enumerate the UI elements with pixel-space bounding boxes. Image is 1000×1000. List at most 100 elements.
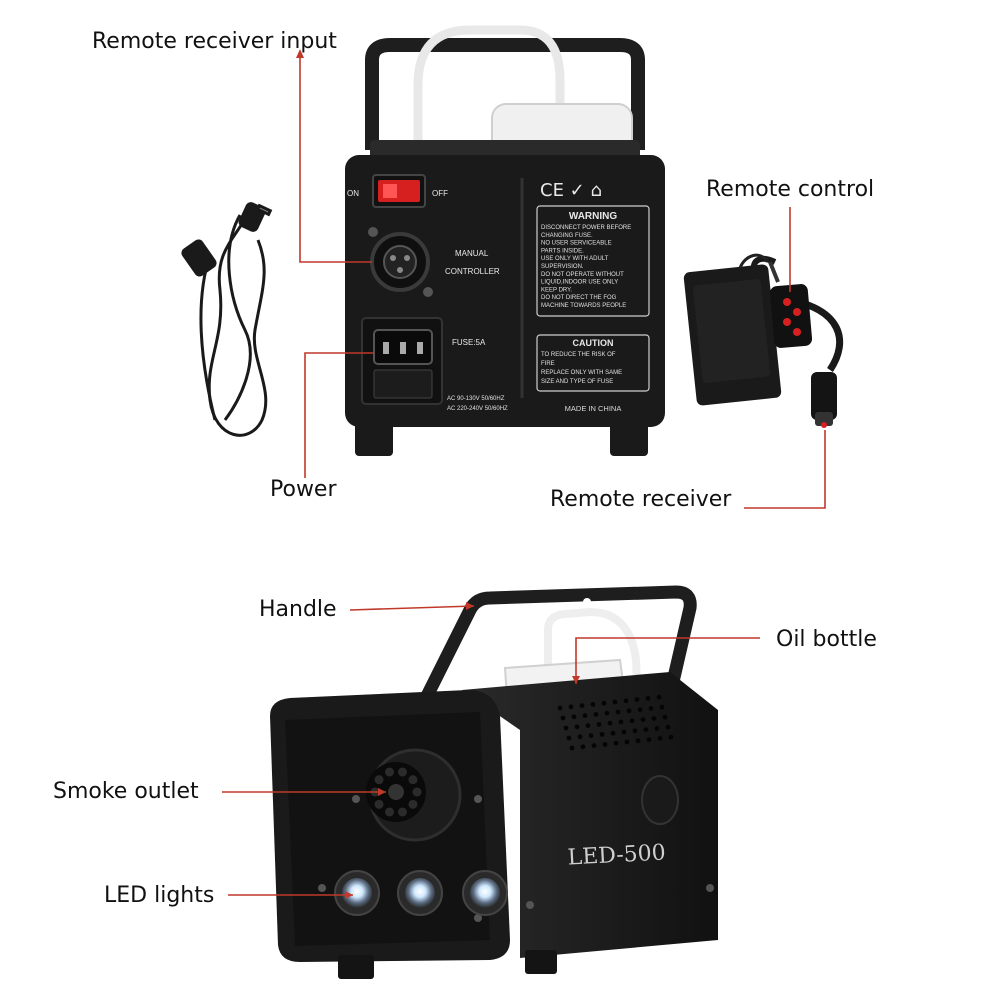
led-lens [342, 878, 372, 908]
outlet-hole [408, 775, 418, 785]
vent-hole [640, 717, 646, 722]
line-handle [349, 605, 475, 611]
vent-hole [607, 720, 613, 726]
vent-hole [602, 742, 608, 747]
rear-handle [365, 38, 645, 150]
vent-hole [588, 733, 594, 738]
vent-hole [566, 735, 572, 741]
vent-hole [568, 704, 574, 710]
line-oil-bottle [575, 637, 760, 684]
panel-text-line: MACHINE TOWARDS PEOPLE [541, 303, 626, 309]
vent-hole [624, 739, 630, 745]
vent-hole [610, 730, 616, 736]
rear-tube [413, 25, 565, 150]
outlet-hole [397, 767, 407, 777]
led-lens [470, 878, 500, 908]
rear-foot-left [355, 420, 393, 456]
manual-label: MANUAL [455, 249, 489, 258]
vent-hole [621, 729, 627, 735]
made-in-label: MADE IN CHINA [565, 404, 622, 413]
vent-hole [646, 737, 652, 742]
vent-hole [613, 740, 619, 746]
led-lens [405, 878, 435, 908]
panel-text-line: NO USER SERVICEABLE [541, 241, 612, 247]
line-power [304, 352, 374, 478]
vent-hole [604, 710, 610, 716]
outlet-hole [408, 799, 418, 809]
vent-hole [629, 718, 635, 724]
fuse-drawer[interactable] [373, 369, 433, 399]
vent-hole [618, 719, 624, 725]
panel-text-line: DO NOT DIRECT THE FOG [541, 295, 617, 301]
panel-text-line: KEEP DRY. [541, 287, 572, 293]
vent-hole [612, 699, 618, 705]
panel-text-line: PARTS INSIDE. [541, 248, 584, 254]
caution-title: CAUTION [573, 338, 614, 348]
outlet-hole [397, 807, 407, 817]
outlet-hole [374, 799, 384, 809]
vent-hole [590, 702, 596, 707]
vent-hole [643, 727, 649, 732]
power-cord [181, 202, 273, 437]
panel-text-line: LIQUID,INDOOR USE ONLY [541, 280, 618, 286]
vent-hole [599, 732, 605, 737]
vent-hole [654, 726, 660, 731]
vent-hole [574, 724, 580, 730]
xlr-screw-bottom [423, 287, 433, 297]
warning-box [536, 205, 650, 317]
remote-control[interactable] [769, 283, 813, 348]
vent-hole [596, 722, 602, 727]
switch-on-label: ON [347, 189, 359, 198]
vent-hole [635, 738, 641, 744]
vent-hole [577, 734, 583, 740]
vent-hole [571, 714, 577, 720]
front-handle [419, 585, 697, 792]
callout-lines [222, 55, 826, 896]
vent-hole [668, 734, 674, 740]
label-handle: Handle [259, 597, 337, 622]
ac-rating-2: AC 220-240V 50/60HZ [447, 406, 508, 412]
label-oil-bottle: Oil bottle [776, 627, 877, 652]
panel-text-line: REPLACE ONLY WITH SAME [541, 370, 622, 376]
panel-text-line: DO NOT OPERATE WITHOUT [541, 272, 624, 278]
vent-hole [665, 724, 671, 730]
label-smoke-outlet: Smoke outlet [53, 779, 199, 804]
vent-hole [563, 725, 569, 731]
model-label: LED-500 [567, 840, 666, 870]
certification-marks: CE ✓ ⌂ [540, 180, 602, 201]
vent-hole [579, 703, 585, 708]
vent-hole [634, 697, 640, 702]
outlet-hole [385, 767, 395, 777]
panel-text-line: CHANGING FUSE. [541, 233, 593, 239]
vent-holes [557, 694, 674, 751]
xlr-plug [811, 372, 837, 420]
panel-text-line: SUPERVISION. [541, 264, 584, 270]
vent-hole [591, 743, 597, 748]
label-remote-control: Remote control [706, 177, 875, 202]
panel-text-line: FIRE [541, 361, 555, 367]
ac-rating-1: AC 90-130V 50/60HZ [447, 396, 505, 402]
vent-hole [569, 745, 575, 751]
front-tube [544, 607, 644, 761]
vent-hole [651, 716, 657, 721]
front-foot-left [338, 955, 374, 979]
switch-off-label: OFF [432, 189, 448, 198]
panel-text-line: TO REDUCE THE RISK OF [541, 352, 616, 358]
warning-title: WARNING [569, 211, 618, 222]
outlet-hole [412, 787, 422, 797]
rear-foot-right [610, 420, 648, 456]
front-foot-right [525, 950, 557, 974]
vent-hole [593, 712, 599, 717]
controller-label: CONTROLLER [445, 267, 500, 276]
caution-text: TO REDUCE THE RISK OF FIRE REPLACE ONLY WI… [541, 352, 622, 385]
vent-hole [623, 698, 629, 704]
led-lights [334, 870, 508, 916]
rear-view: ON OFF MANUAL CONTROLLER FUSE:5A AC 90-1… [345, 25, 665, 456]
label-power: Power [270, 477, 337, 502]
outlet-hole [385, 807, 395, 817]
remote-receiver-unit [683, 253, 843, 428]
label-led-lights: LED lights [104, 883, 215, 908]
front-side-body [462, 672, 718, 958]
outlet-hole [374, 775, 384, 785]
